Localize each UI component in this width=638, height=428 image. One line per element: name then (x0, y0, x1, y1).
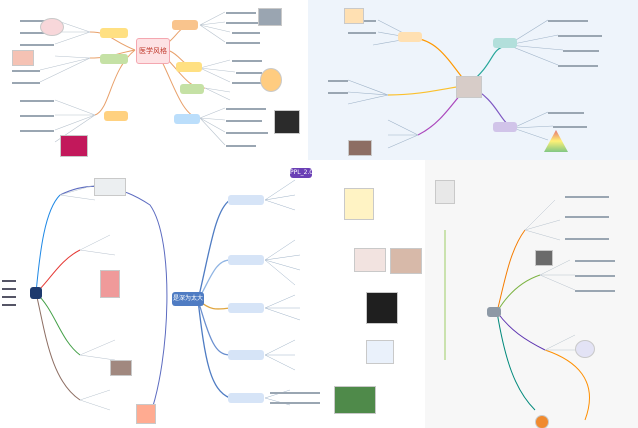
anatomy-image (100, 270, 120, 298)
anatomy-connectors (35, 184, 168, 416)
branch-node[interactable] (228, 393, 264, 403)
text-line (236, 72, 262, 74)
diagram-thumbnail (94, 178, 126, 196)
branch-node[interactable] (398, 32, 422, 42)
scan-image (274, 110, 300, 134)
text-line (2, 288, 16, 290)
text-line (226, 132, 268, 134)
scan-image (366, 292, 398, 324)
branch-node[interactable] (228, 195, 264, 205)
illustration-icon (344, 8, 364, 24)
text-line (20, 20, 54, 22)
text-line (563, 50, 599, 52)
text-line (226, 22, 262, 24)
landscape-photo (334, 386, 376, 414)
document-thumbnail (435, 180, 455, 204)
branch-node[interactable] (493, 38, 517, 48)
text-line (232, 32, 260, 34)
text-line (20, 130, 54, 132)
photo-thumbnail (348, 140, 372, 156)
panel-detailed-mindmap (425, 160, 638, 428)
branch-node[interactable] (100, 54, 128, 64)
branch-node[interactable] (104, 111, 128, 121)
tissue-photo (60, 135, 88, 157)
text-line (226, 108, 266, 110)
text-line (565, 238, 609, 240)
panel-brain-mindmap (308, 0, 638, 160)
branch-node[interactable] (180, 84, 204, 94)
text-line (2, 296, 16, 298)
central-topic[interactable] (30, 287, 42, 299)
diagram-thumbnail (366, 340, 394, 364)
photo-thumbnail (110, 360, 132, 376)
header-label[interactable]: PPL_2.0 (290, 168, 314, 178)
branch-node[interactable] (100, 28, 128, 38)
text-line (575, 275, 615, 277)
text-line (548, 112, 584, 114)
photo-thumbnail (535, 415, 549, 428)
text-line (575, 290, 615, 292)
document-thumbnail (354, 248, 386, 272)
text-line (558, 35, 602, 37)
illustration-icon (40, 18, 64, 36)
detailed-connectors (444, 199, 590, 421)
branch-node[interactable] (172, 20, 198, 30)
central-topic[interactable]: 医学风格 (136, 38, 170, 64)
text-line (553, 126, 587, 128)
photo-thumbnail (535, 250, 553, 266)
branch-node[interactable] (493, 122, 517, 132)
text-line (565, 196, 609, 198)
text-line (232, 82, 262, 84)
brain-photo (456, 76, 482, 98)
text-line (20, 115, 54, 117)
text-line (20, 44, 54, 46)
text-line (20, 100, 54, 102)
branch-node[interactable] (228, 350, 264, 360)
text-line (20, 32, 54, 34)
text-line (348, 32, 376, 34)
text-line (12, 82, 40, 84)
text-line (270, 392, 320, 394)
central-topic[interactable]: 是深为太大了吗? (172, 292, 204, 316)
text-line (270, 402, 320, 404)
text-line (226, 12, 256, 14)
text-line (328, 92, 348, 94)
cartoon-avatar (260, 68, 282, 92)
text-line (226, 145, 256, 147)
question-connectors (197, 179, 301, 406)
text-line (558, 65, 598, 67)
text-line (226, 120, 262, 122)
text-line (565, 216, 609, 218)
text-line (232, 60, 262, 62)
diagram-thumbnail (575, 340, 595, 358)
text-line (575, 260, 615, 262)
text-line (226, 42, 260, 44)
text-line (2, 280, 16, 282)
document-thumbnail (390, 248, 422, 274)
cartoon-illustration (344, 188, 374, 220)
panel-medical-mindmap: 医学风格 (0, 0, 308, 160)
branch-node[interactable] (228, 255, 264, 265)
branch-node[interactable] (176, 62, 202, 72)
text-line (548, 20, 588, 22)
panel-question-mindmap: 是深为太大了吗? PPL_2.0 (170, 160, 425, 428)
cartoon-avatar (136, 404, 156, 424)
central-topic[interactable] (487, 307, 501, 317)
branch-node[interactable] (174, 114, 200, 124)
text-line (328, 80, 348, 82)
illustration-icon (12, 50, 34, 66)
photo-thumbnail (258, 8, 282, 26)
text-line (12, 70, 40, 72)
branch-node[interactable] (228, 303, 264, 313)
text-line (2, 304, 16, 306)
